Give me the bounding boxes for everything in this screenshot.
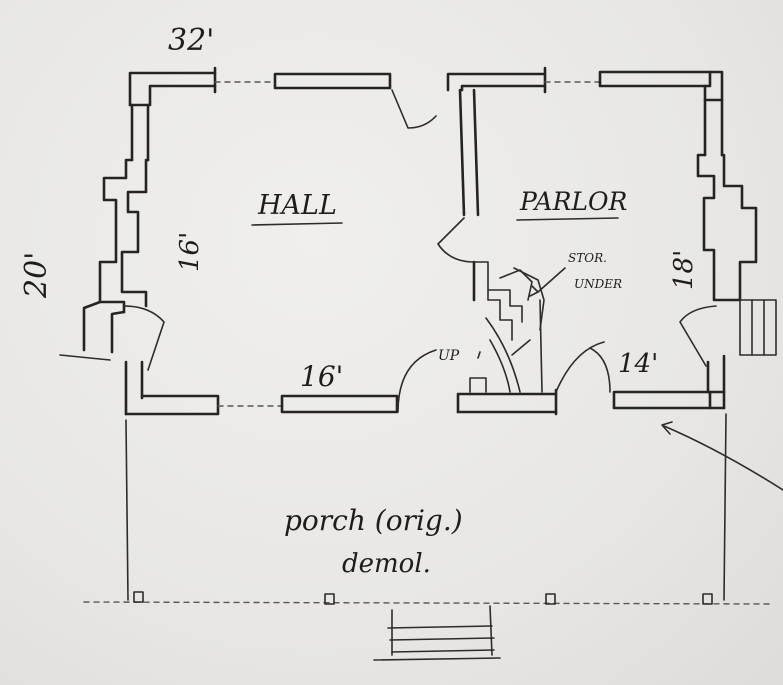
room-label-parlor: PARLOR	[519, 187, 627, 216]
storage-label-line1: STOR.	[568, 251, 607, 265]
dim-overall-depth: 20'	[19, 252, 54, 299]
porch-label-line1: porch (orig.)	[284, 504, 463, 537]
central-partition	[437, 88, 480, 302]
stair-up-label: UP	[438, 348, 460, 364]
hall-underline	[251, 222, 343, 226]
porch-post	[324, 593, 335, 605]
dim-hall-depth: 16'	[175, 232, 205, 272]
porch-outline	[83, 413, 783, 661]
west-wall-chimney	[59, 103, 165, 416]
stair	[469, 261, 566, 393]
dim-overall-width: 32'	[168, 23, 214, 58]
dim-parlor-depth: 18'	[669, 250, 699, 290]
room-label-hall: HALL	[257, 190, 337, 221]
porch-post	[545, 593, 556, 605]
parlor-underline	[516, 217, 619, 221]
south-wall	[124, 341, 726, 416]
storage-label-line2: UNDER	[574, 277, 622, 291]
north-wall	[128, 66, 724, 129]
dim-parlor-width: 14'	[618, 349, 658, 379]
porch-label-line2: demol.	[342, 549, 431, 579]
dim-hall-width: 16'	[300, 360, 343, 393]
porch-steps	[373, 605, 501, 661]
porch-post	[133, 591, 144, 603]
east-wall-chimney	[679, 98, 777, 410]
porch-post	[702, 593, 713, 605]
